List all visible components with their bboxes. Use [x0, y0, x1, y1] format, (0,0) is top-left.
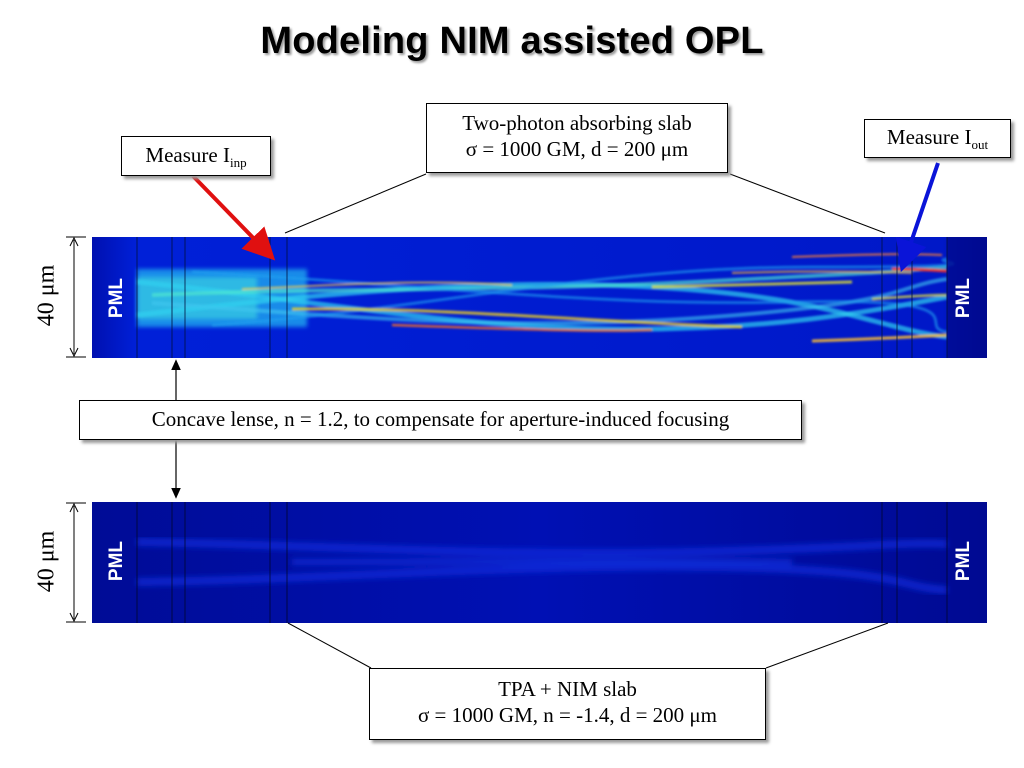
slab-connector-right	[729, 173, 886, 234]
top-dimension-bracket	[66, 236, 86, 358]
tpa-nim-box: TPA + NIM slab σ = 1000 GM, n = -1.4, d …	[369, 668, 766, 740]
pml-label-right: PML	[953, 277, 974, 319]
top-field-image	[92, 237, 987, 358]
pml-label-left: PML	[106, 540, 127, 582]
measure-input-subscript: inp	[229, 155, 247, 171]
tpa-connector-left	[287, 622, 372, 669]
tpa-connector-right	[765, 622, 889, 669]
measure-output-label: Measure I	[886, 125, 972, 149]
measure-output-box: Measure Iout	[864, 119, 1011, 158]
pml-label-right: PML	[953, 540, 974, 582]
slab-connector-left	[284, 173, 427, 234]
slide-title: Modeling NIM assisted OPL	[260, 20, 764, 62]
top-field-panel: PML PML	[92, 237, 987, 358]
pml-label-left: PML	[106, 277, 127, 319]
bottom-dimension-bracket	[66, 502, 86, 623]
tpa-nim-line1: TPA + NIM slab	[498, 677, 637, 701]
measure-output-subscript: out	[971, 137, 989, 153]
concave-lens-box: Concave lense, n = 1.2, to compensate fo…	[79, 400, 802, 440]
top-dimension-label: 40 μm	[33, 264, 60, 327]
tpa-nim-line2: σ = 1000 GM, n = -1.4, d = 200 μm	[417, 703, 718, 728]
bottom-field-image	[92, 502, 987, 623]
measure-input-box: Measure Iinp	[121, 136, 271, 176]
bottom-dimension-label: 40 μm	[33, 530, 60, 593]
measure-input-label: Measure I	[145, 143, 230, 167]
slab-info-line2: σ = 1000 GM, d = 200 μm	[465, 137, 689, 162]
slab-info-box: Two-photon absorbing slab σ = 1000 GM, d…	[426, 103, 728, 173]
slab-info-line1: Two-photon absorbing slab	[462, 111, 692, 135]
concave-lens-label: Concave lense, n = 1.2, to compensate fo…	[151, 407, 730, 431]
bottom-field-panel: PML PML	[92, 502, 987, 623]
